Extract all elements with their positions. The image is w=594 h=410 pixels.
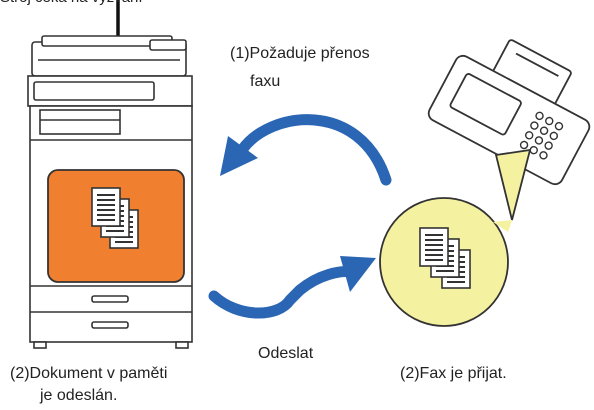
document-sent-label-continued: je odeslán. bbox=[40, 387, 118, 404]
top-caption: Stroj čeká na vyzvání bbox=[0, 0, 143, 8]
document-sent-label: (2)Dokument v paměti bbox=[10, 365, 168, 382]
request-label: (1)Požaduje přenos bbox=[230, 45, 370, 62]
mfp-machine bbox=[27, 35, 193, 349]
send-arrow bbox=[208, 256, 376, 319]
fax-received-label: (2)Fax je přijat. bbox=[400, 365, 507, 382]
fax-machine bbox=[427, 39, 591, 186]
received-callout bbox=[379, 148, 532, 327]
request-label-continued: faxu bbox=[250, 73, 281, 90]
request-arrow bbox=[220, 114, 392, 186]
send-label: Odeslat bbox=[258, 345, 314, 362]
